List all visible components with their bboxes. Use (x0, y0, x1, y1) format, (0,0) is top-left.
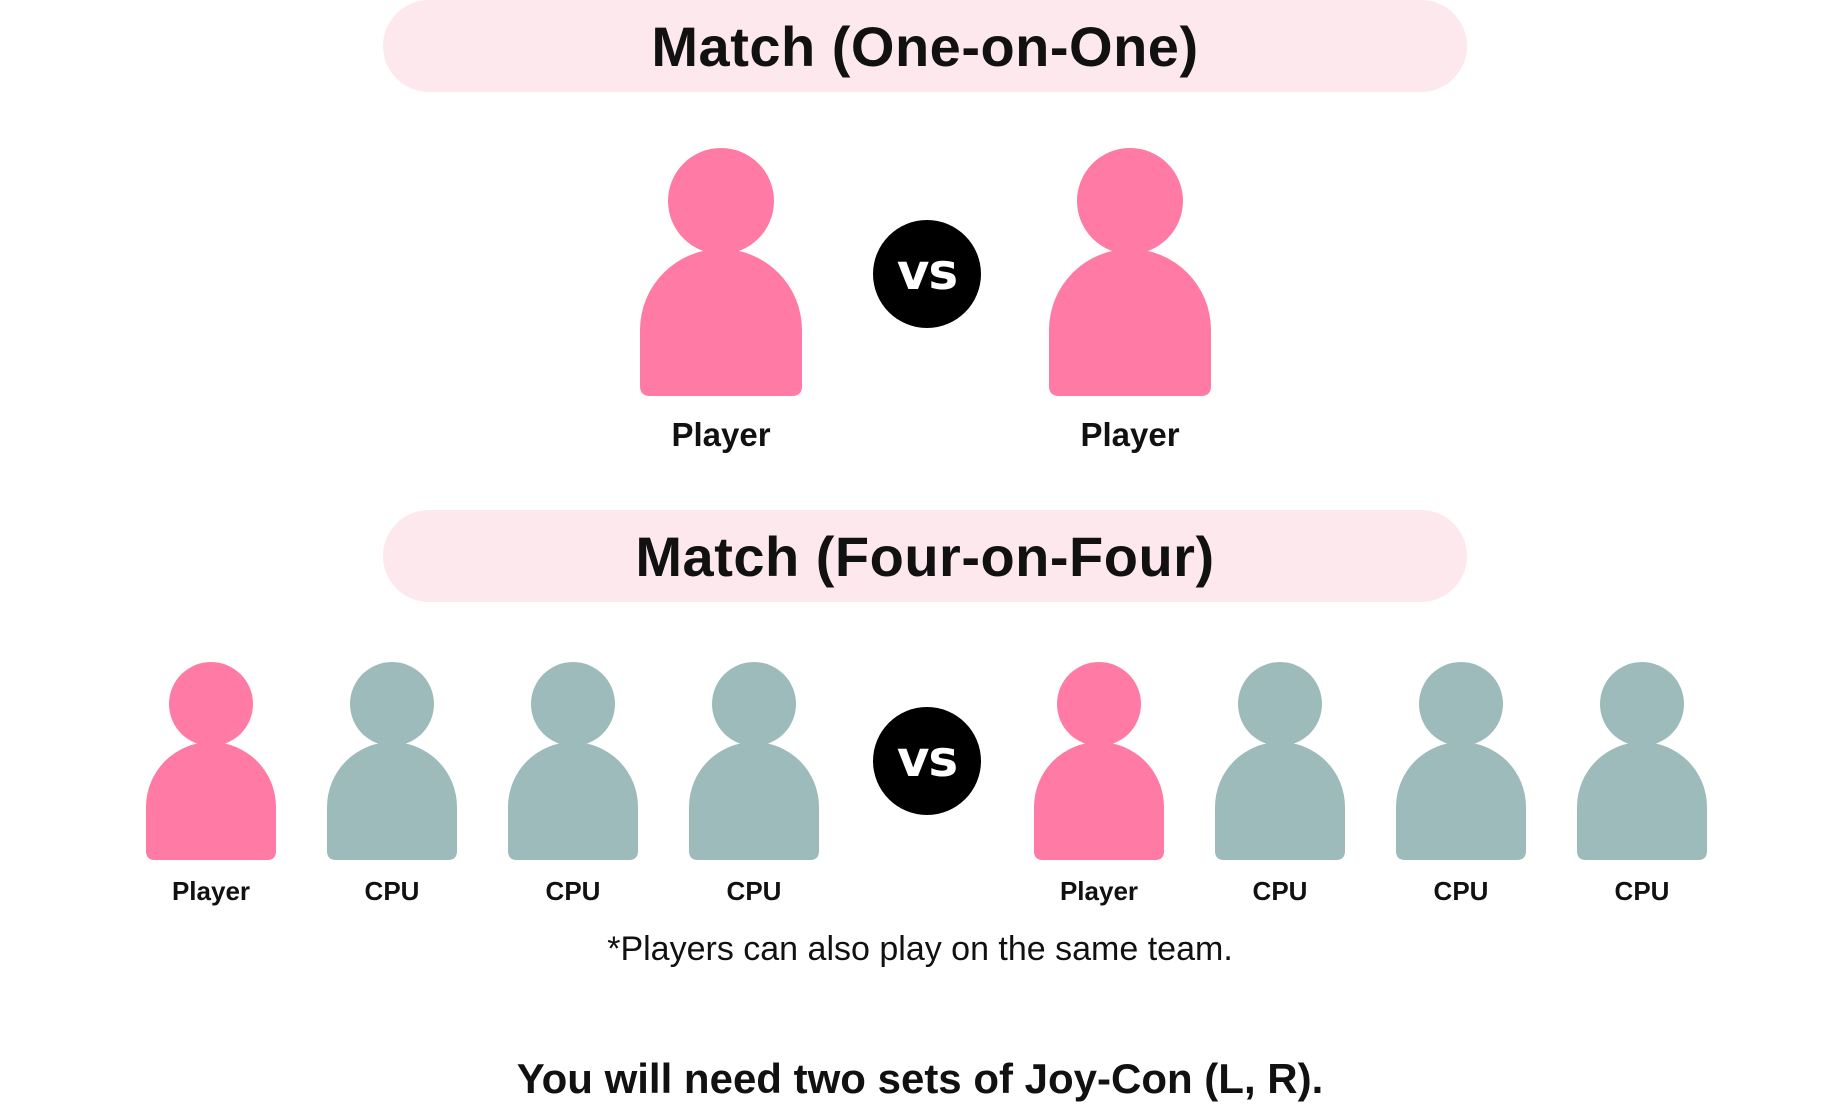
player-icon (640, 148, 802, 396)
player-label: Player (671, 416, 771, 453)
vs-badge: vs (873, 707, 981, 815)
vs-text: vs (896, 243, 958, 301)
cpu-icon (1215, 662, 1345, 860)
cpu-icon (689, 662, 819, 860)
cpu-icon (327, 662, 457, 860)
player-label: Player (1059, 876, 1139, 906)
cpu-label: CPU (545, 876, 601, 906)
cpu-label: CPU (1614, 876, 1670, 906)
one-on-one-title: Match (One-on-One) (651, 14, 1199, 78)
joy-con-requirement: You will need two sets of Joy-Con (L, R)… (516, 1055, 1324, 1102)
cpu-label: CPU (1252, 876, 1308, 906)
player-label: Player (1080, 416, 1180, 453)
vs-badge: vs (873, 220, 981, 328)
cpu-icon (508, 662, 638, 860)
player-icon (146, 662, 276, 860)
cpu-label: CPU (726, 876, 782, 906)
cpu-icon (1396, 662, 1526, 860)
player-label: Player (171, 876, 251, 906)
player-icon (1034, 662, 1164, 860)
vs-text: vs (896, 730, 958, 788)
four-on-four-title: Match (Four-on-Four) (635, 524, 1215, 588)
cpu-label: CPU (1433, 876, 1489, 906)
four-on-four-banner: Match (Four-on-Four) (383, 510, 1467, 602)
cpu-label: CPU (364, 876, 420, 906)
cpu-icon (1577, 662, 1707, 860)
same-team-note: *Players can also play on the same team. (607, 930, 1233, 968)
player-icon (1049, 148, 1211, 396)
one-on-one-banner: Match (One-on-One) (383, 0, 1467, 92)
